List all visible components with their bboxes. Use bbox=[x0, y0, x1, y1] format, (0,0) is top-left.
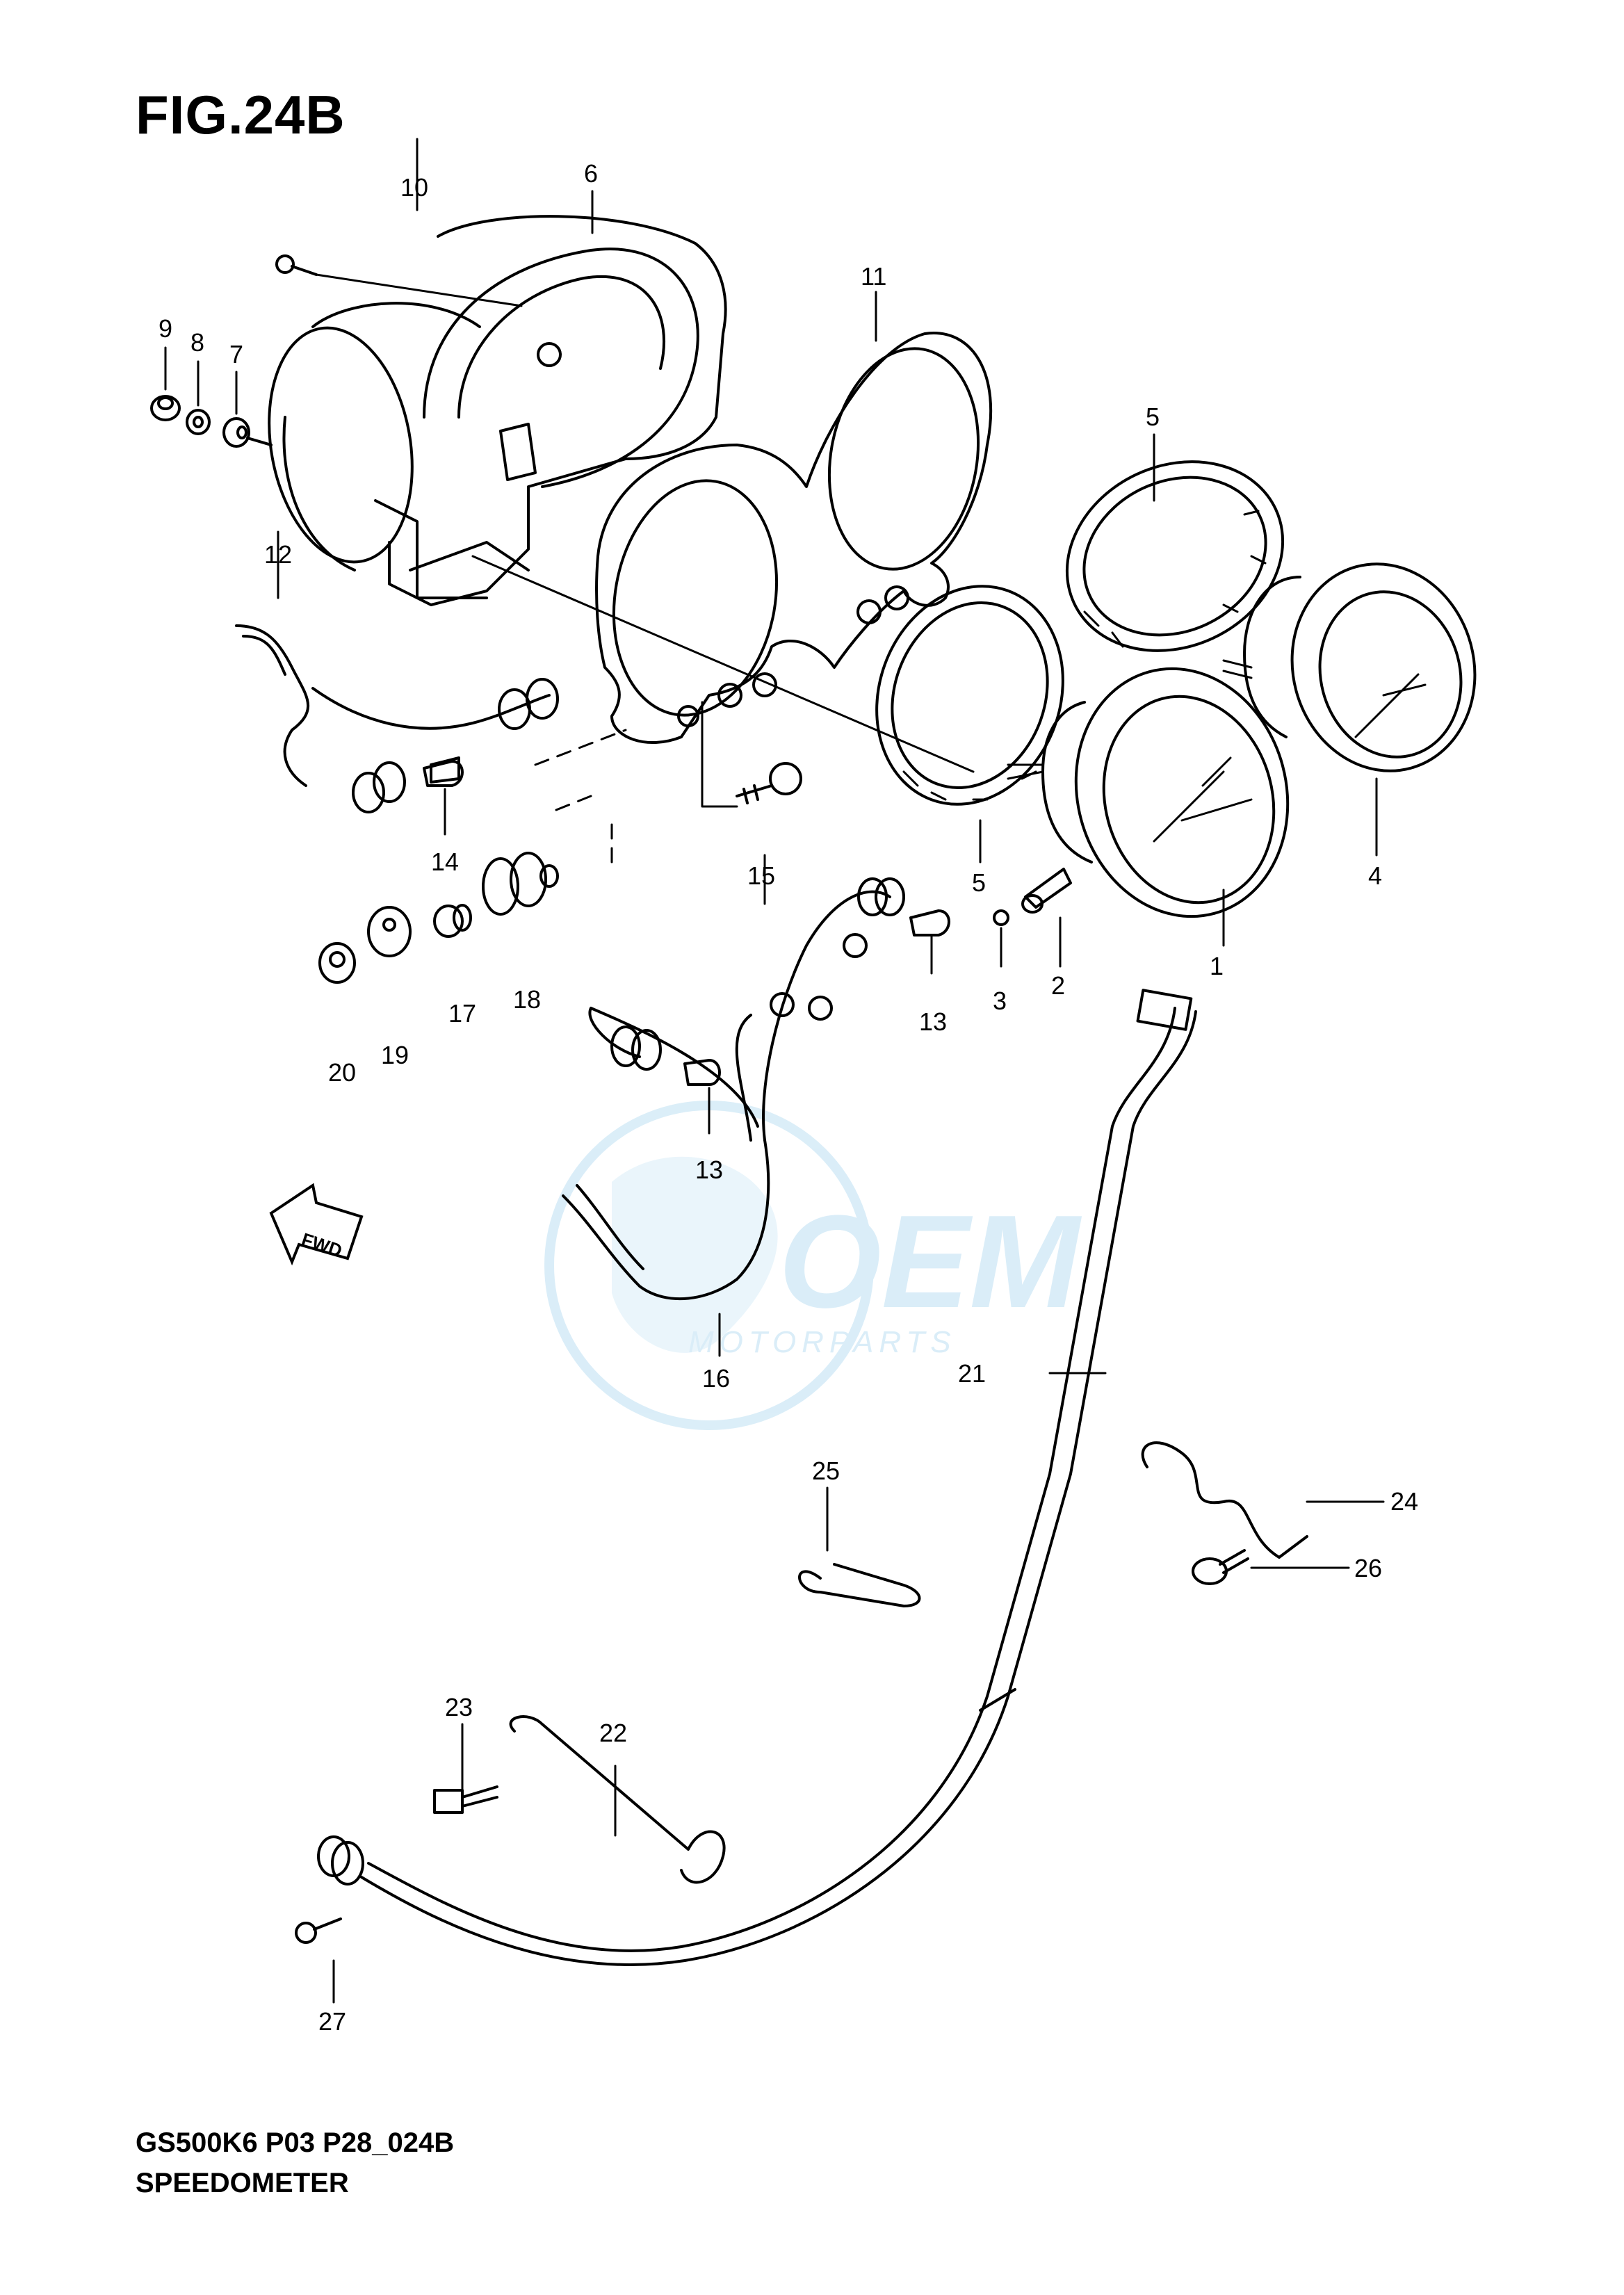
part-7-grommet bbox=[222, 417, 273, 448]
watermark-logo: OEM MOTORPARTS bbox=[544, 1101, 1082, 1430]
part-11-meter-plate bbox=[595, 332, 993, 744]
part-25-clip bbox=[798, 1563, 921, 1607]
callout-10: 10 bbox=[400, 173, 428, 202]
part-12-wiring-harness bbox=[235, 624, 559, 813]
callout-20: 20 bbox=[328, 1058, 356, 1087]
callout-16: 16 bbox=[702, 1364, 730, 1393]
part-5-ring-upper bbox=[1065, 460, 1285, 652]
callout-9: 9 bbox=[159, 314, 172, 343]
callout-7: 7 bbox=[229, 340, 243, 368]
figure-name: SPEEDOMETER bbox=[136, 2168, 349, 2198]
callout-15: 15 bbox=[747, 861, 775, 890]
part-17-bulb bbox=[433, 904, 472, 938]
part-18-socket bbox=[482, 852, 559, 916]
leader-lines bbox=[164, 138, 1385, 2004]
callout-23: 23 bbox=[445, 1693, 473, 1721]
callout-26: 26 bbox=[1354, 1554, 1382, 1582]
callout-25: 25 bbox=[812, 1457, 840, 1485]
callout-labels: 1 2 3 4 5 5 6 7 8 9 10 11 12 13 13 14 15… bbox=[159, 159, 1418, 2036]
callout-4: 4 bbox=[1368, 861, 1382, 890]
part-1-speedometer bbox=[1007, 667, 1290, 918]
callout-14: 14 bbox=[431, 848, 459, 876]
callout-18: 18 bbox=[513, 985, 541, 1014]
part-24-cable-guide bbox=[1141, 1441, 1308, 1559]
callout-13-lower: 13 bbox=[695, 1155, 723, 1184]
part-14-bulb bbox=[423, 760, 464, 787]
callout-5-lower: 5 bbox=[972, 868, 986, 897]
part-16-lamp-harness bbox=[562, 877, 905, 1301]
callout-13-upper: 13 bbox=[919, 1007, 947, 1036]
part-4-tachometer bbox=[1222, 562, 1477, 772]
callout-8: 8 bbox=[190, 328, 204, 357]
callout-19: 19 bbox=[381, 1041, 409, 1069]
figure-code: GS500K6 P03 P28_024B bbox=[136, 2127, 455, 2158]
callout-6: 6 bbox=[584, 159, 598, 188]
part-19-washer bbox=[367, 906, 412, 957]
callout-2: 2 bbox=[1051, 971, 1065, 1000]
callout-24: 24 bbox=[1390, 1487, 1418, 1516]
part-13-bulb-lower bbox=[683, 1059, 721, 1086]
callout-17: 17 bbox=[448, 999, 476, 1028]
watermark-brand: OEM bbox=[779, 1188, 1082, 1336]
callout-11: 11 bbox=[861, 262, 886, 291]
part-9-nut bbox=[150, 395, 181, 421]
part-26-bolt bbox=[1192, 1549, 1249, 1585]
callout-21: 21 bbox=[958, 1359, 986, 1388]
part-23-bolt bbox=[433, 1785, 498, 1814]
watermark-subtitle: MOTORPARTS bbox=[688, 1325, 957, 1359]
part-21-speedometer-cable bbox=[317, 989, 1197, 1966]
part-5-ring-lower bbox=[875, 585, 1064, 806]
part-10-screw bbox=[275, 254, 523, 307]
part-27-screw bbox=[295, 1917, 342, 1944]
part-3-screw bbox=[993, 909, 1009, 926]
forward-direction-arrow: FWD bbox=[269, 1183, 364, 1266]
callout-12: 12 bbox=[264, 540, 292, 569]
part-22-wire-clamp bbox=[509, 1715, 726, 1884]
part-2-gear bbox=[1021, 868, 1072, 914]
part-20-nut bbox=[318, 942, 356, 984]
figure-title: FIG.24B bbox=[136, 84, 346, 145]
part-15-screw bbox=[736, 762, 802, 804]
callout-3: 3 bbox=[993, 987, 1007, 1015]
part-13-bulb-upper bbox=[909, 909, 950, 936]
callout-1: 1 bbox=[1210, 952, 1224, 980]
part-8-washer bbox=[186, 409, 211, 435]
callout-5-upper: 5 bbox=[1146, 403, 1160, 431]
callout-22: 22 bbox=[599, 1719, 627, 1747]
part-6-meter-case bbox=[268, 215, 727, 606]
callout-27: 27 bbox=[318, 2007, 346, 2036]
